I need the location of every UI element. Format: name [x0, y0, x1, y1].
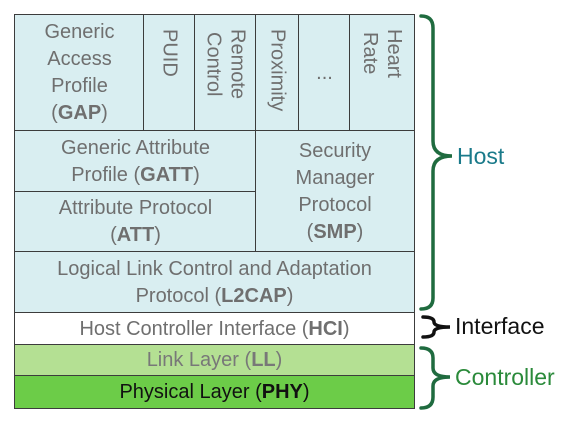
gap-line-2: Access: [47, 48, 112, 70]
smp-line-3: Protocol: [298, 193, 372, 216]
att-line-1: Attribute Protocol: [58, 197, 213, 219]
puid-block: PUID: [143, 14, 196, 132]
l2cap-line-1: Logical Link Control and Adaptation: [57, 257, 372, 280]
proximity-label: Proximity: [266, 29, 289, 112]
l2cap-block: Logical Link Control and Adaptation Prot…: [14, 251, 415, 314]
interface-label: Interface: [455, 313, 545, 339]
hci-label: Host Controller Interface: [79, 317, 297, 340]
controller-bracket-icon: [419, 346, 451, 410]
remote-control-line-1: Remote: [226, 29, 249, 100]
phy-abbr: PHY: [261, 380, 303, 403]
host-label: Host: [457, 143, 505, 169]
hci-abbr: HCI: [308, 317, 343, 340]
controller-label: Controller: [455, 364, 555, 390]
l2cap-abbr: L2CAP: [221, 284, 287, 307]
host-bracket-icon: [419, 14, 453, 311]
gap-abbr: GAP: [57, 102, 102, 124]
interface-bracket-icon: [421, 315, 451, 339]
ll-label: Link Layer: [146, 349, 239, 371]
remote-control-line-2: Control: [202, 31, 225, 97]
gap-line-1: Generic: [44, 21, 115, 43]
phy-label: Physical Layer: [119, 380, 250, 403]
att-block: Attribute Protocol (ATT): [14, 191, 257, 253]
smp-abbr: SMP: [313, 220, 357, 243]
smp-line-1: Security: [298, 139, 372, 162]
l2cap-line-2: Protocol: [135, 284, 209, 307]
link-layer-block: Link Layer (LL): [14, 344, 415, 377]
ellipsis-label: ...: [316, 61, 333, 84]
gatt-abbr: GATT: [140, 163, 194, 186]
att-abbr: ATT: [116, 224, 155, 246]
puid-label: PUID: [158, 29, 181, 77]
smp-line-2: Manager: [295, 166, 375, 189]
gap-block: Generic Access Profile (GAP): [14, 14, 145, 132]
ll-abbr: LL: [251, 349, 276, 371]
heart-rate-line-1: Heart: [383, 29, 405, 78]
gatt-line-1: Generic Attribute: [61, 136, 210, 159]
gatt-line-2: Profile: [71, 163, 128, 186]
physical-layer-block: Physical Layer (PHY): [14, 375, 415, 409]
heart-rate-line-2: Rate: [359, 32, 381, 75]
gap-line-3: Profile: [51, 75, 108, 97]
smp-block: Security Manager Protocol (SMP): [255, 130, 415, 253]
gatt-block: Generic Attribute Profile (GATT): [14, 130, 257, 193]
